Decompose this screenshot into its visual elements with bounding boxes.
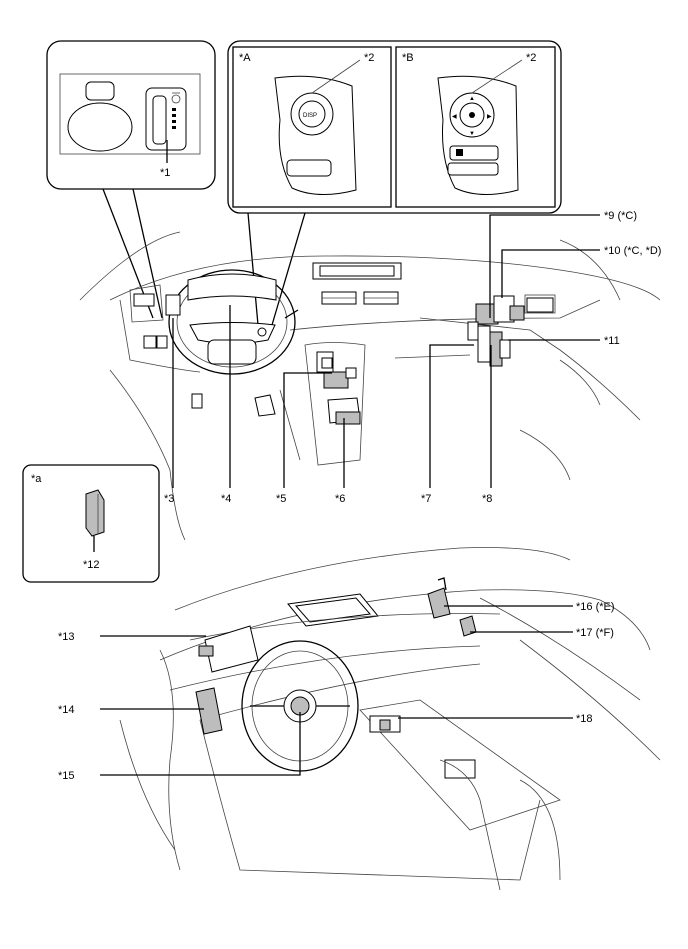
callout-9: *9 (*C) bbox=[604, 210, 637, 222]
callout-17: *17 (*F) bbox=[576, 627, 614, 639]
direction-arrows-icon: ▲ ▼ ◀ ▶ bbox=[452, 96, 492, 137]
small-inset-a-label: *a bbox=[31, 473, 42, 485]
callout-7: *7 bbox=[421, 493, 431, 505]
callout-13: *13 bbox=[58, 631, 75, 643]
callout-18: *18 bbox=[576, 713, 593, 725]
callout-5: *5 bbox=[276, 493, 286, 505]
svg-text:▼: ▼ bbox=[469, 131, 475, 137]
callout-14: *14 bbox=[58, 704, 75, 716]
dimmer-scale-icon bbox=[172, 108, 176, 129]
callout-8: *8 bbox=[482, 493, 492, 505]
lower-callouts: *16 (*E) *17 (*F) *13 *14 *18 *15 bbox=[58, 601, 615, 782]
callout-2a: *2 bbox=[364, 52, 374, 64]
disp-button-text: DISP bbox=[303, 113, 317, 119]
callout-12: *12 bbox=[83, 559, 100, 571]
inset-a-part: *a *12 bbox=[22, 464, 160, 583]
svg-text:◀: ◀ bbox=[452, 114, 457, 120]
light-icon bbox=[171, 92, 181, 104]
svg-text:▲: ▲ bbox=[469, 96, 475, 102]
callout-3: *3 bbox=[164, 493, 174, 505]
inset-a-label: *A bbox=[239, 52, 251, 64]
upper-callouts: *3 *4 *5 *6 *7 *8 *9 (*C) *10 (*C, *D) *… bbox=[164, 210, 661, 505]
inset-b-label: *B bbox=[402, 52, 414, 64]
dashboard-illustration-lower bbox=[119, 547, 661, 891]
callout-10: *10 (*C, *D) bbox=[604, 245, 661, 257]
callout-6: *6 bbox=[335, 493, 345, 505]
callout-2b: *2 bbox=[526, 52, 536, 64]
inset-switch-panel: *1 bbox=[46, 40, 216, 319]
callout-11: *11 bbox=[604, 335, 620, 347]
callout-16: *16 (*E) bbox=[576, 601, 615, 613]
dashboard-illustration-upper bbox=[79, 231, 661, 541]
inset-steering-switches: *A *B *2 *2 DISP ▲ ▼ ◀ ▶ bbox=[227, 40, 562, 326]
callout-4: *4 bbox=[221, 493, 231, 505]
callout-1: *1 bbox=[160, 167, 170, 179]
svg-text:▶: ▶ bbox=[487, 114, 492, 120]
callout-15: *15 bbox=[58, 770, 75, 782]
